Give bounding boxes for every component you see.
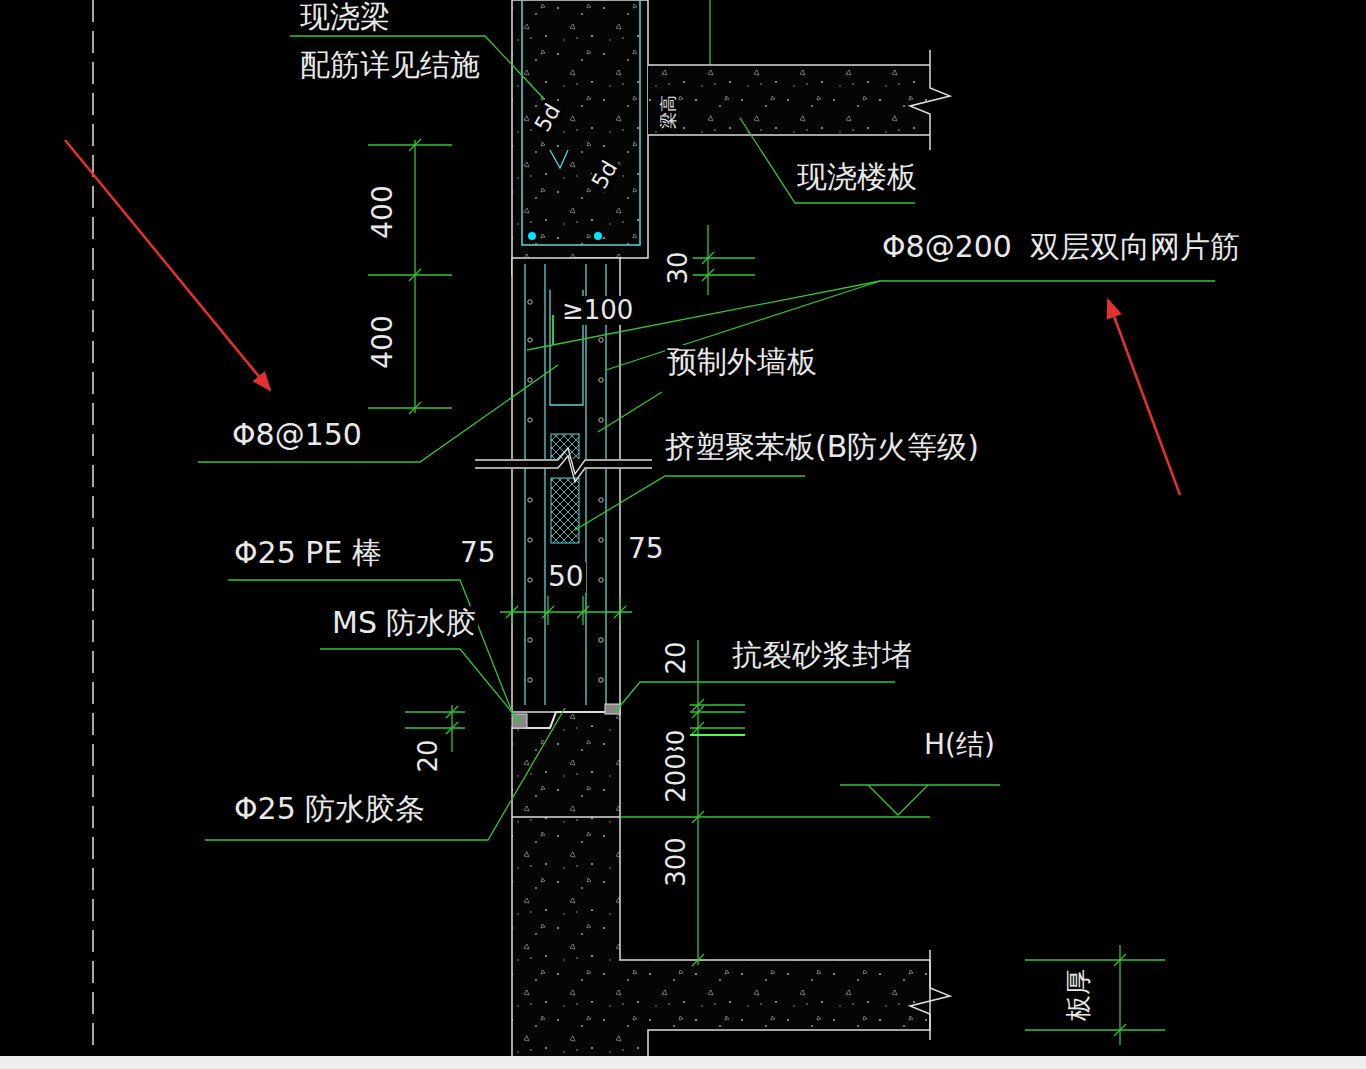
drawing-label: 梁高 bbox=[659, 93, 678, 131]
drawing-label: 20 bbox=[414, 737, 443, 774]
drawing-label: 400 bbox=[368, 313, 399, 370]
drawing-label: 20 bbox=[662, 639, 691, 676]
drawing-label: 板厚 bbox=[1064, 967, 1093, 1023]
drawing-label: 现浇楼板 bbox=[795, 160, 919, 193]
drawing-label: 200 bbox=[662, 751, 691, 805]
drawing-label: Φ25 防水胶条 bbox=[232, 792, 427, 825]
drawing-label: 抗裂砂浆封堵 bbox=[730, 638, 914, 671]
drawing-label: Φ8@150 bbox=[230, 418, 364, 451]
drawing-label: Φ8@200 bbox=[880, 230, 1014, 263]
drawing-label: 75 bbox=[458, 538, 498, 569]
drawing-label: 配筋详见结施 bbox=[298, 48, 482, 81]
drawing-label: H(结) bbox=[922, 730, 997, 761]
drawing-label: ≥100 bbox=[560, 296, 635, 325]
drawing-label: 75 bbox=[626, 534, 666, 565]
drawing-label: 现浇梁 bbox=[298, 0, 392, 33]
drawing-label: 300 bbox=[662, 835, 691, 889]
drawing-label: 30 bbox=[664, 249, 693, 286]
drawing-label: 双层双向网片筋 bbox=[1028, 230, 1242, 263]
drawing-label: MS 防水胶 bbox=[330, 606, 478, 639]
drawing-label: 预制外墙板 bbox=[665, 345, 819, 378]
drawing-label: Φ25 PE 棒 bbox=[232, 536, 384, 569]
drawing-label: 挤塑聚苯板(B防火等级) bbox=[663, 430, 981, 463]
drawing-label: 400 bbox=[368, 183, 399, 240]
drawing-label: 50 bbox=[546, 562, 586, 593]
